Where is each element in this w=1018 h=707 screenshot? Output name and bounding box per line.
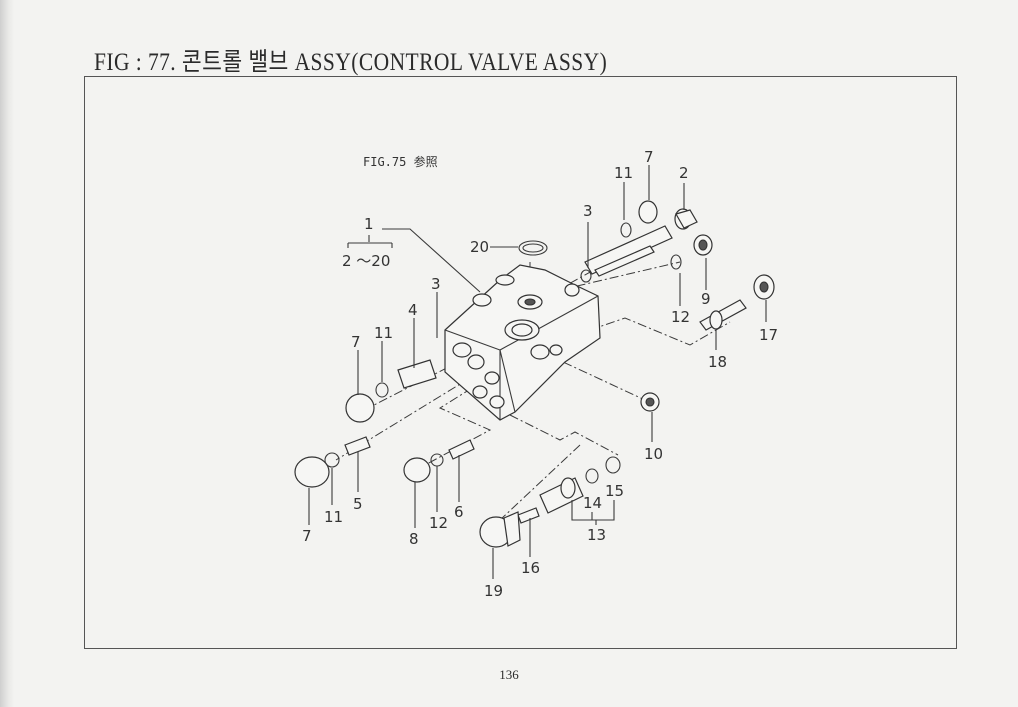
callout-19: 19 [484,582,503,600]
callout-2-20: 2 ～20 [342,252,390,270]
callout-11-bottom: 11 [324,508,343,526]
callout-7-mid: 7 [351,333,361,351]
callout-17: 17 [759,326,778,344]
o-ring-20 [518,240,548,256]
callout-14: 14 [583,494,602,512]
callout-20: 20 [470,238,489,256]
callout-18: 18 [708,353,727,371]
drawing-frame [84,76,957,649]
valve-body [444,264,601,421]
callout-11-mid: 11 [374,324,393,342]
callout-12-bottom: 12 [429,514,448,532]
callout-8: 8 [409,530,419,548]
callout-3-top: 3 [583,202,593,220]
callout-7-top: 7 [644,148,654,166]
callout-3-left: 3 [431,275,441,293]
callout-9: 9 [701,290,711,308]
reference-note: FIG.75 参照 [363,154,438,169]
callout-15: 15 [605,482,624,500]
left-plugs-springs [294,359,475,488]
scan-edge [0,0,14,707]
leader-lines [308,165,767,579]
callout-12-top: 12 [671,308,690,326]
page-number: 136 [499,667,519,682]
lower-spool-assembly [479,456,621,548]
callout-13: 13 [587,526,606,544]
callout-labels: 1 2 ～20 20 3 11 7 2 9 12 17 18 10 3 4 11… [302,148,778,600]
callout-11-top: 11 [614,164,633,182]
callout-4: 4 [408,301,418,319]
o-ring-20-inner [522,243,544,253]
callout-16: 16 [521,559,540,577]
spool-assembly [580,200,713,283]
callout-5: 5 [353,495,363,513]
plug-10-center [645,397,655,407]
callout-6: 6 [454,503,464,521]
callout-10: 10 [644,445,663,463]
plug-17-and-pin-18 [699,274,775,331]
callout-7-bottom: 7 [302,527,312,545]
callout-1: 1 [364,215,374,233]
figure-title: FIG : 77. 콘트롤 밸브 ASSY(CONTROL VALVE ASSY… [94,49,608,76]
callout-2: 2 [679,164,689,182]
